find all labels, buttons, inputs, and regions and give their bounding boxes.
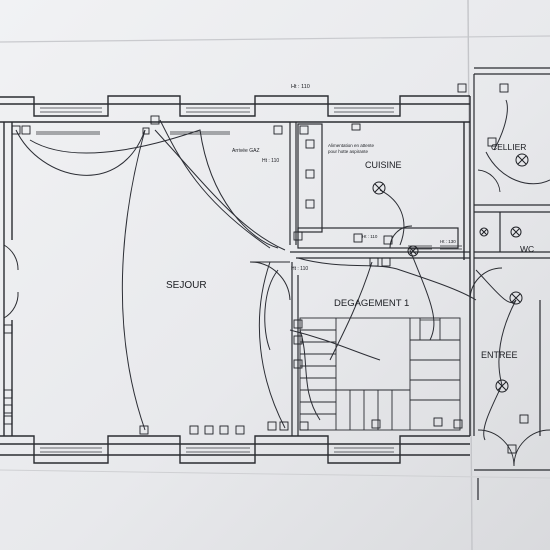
window-openings: [40, 107, 394, 453]
fold-line: [0, 35, 550, 43]
fold-line: [0, 469, 550, 479]
room-label-cellier: CELLIER: [491, 142, 526, 152]
interior-walls: [289, 122, 470, 436]
ceiling-height-label: Ht : 110: [362, 234, 378, 239]
staircase: [299, 317, 461, 431]
equipment-hatches: [36, 131, 462, 321]
hood-supply-note: Alimentation en attente: [328, 143, 375, 148]
left-door: [3, 244, 19, 319]
ceiling-light-icon: [372, 153, 529, 393]
ceiling-height-label: Ht : 110: [262, 158, 279, 164]
room-label-sejour: SEJOUR: [166, 280, 207, 291]
hood-supply-note: pour hotte aspirante: [328, 149, 369, 154]
socket-icon: [3, 83, 529, 454]
room-label-entree: ENTREE: [481, 350, 518, 360]
gas-supply-note: Arrivée GAZ: [232, 148, 260, 154]
room-label-cuisine: CUISINE: [365, 160, 402, 170]
ceiling-height-label: Ht : 110: [291, 266, 308, 272]
room-label-wc: WC: [520, 244, 534, 254]
room-label-degagement: DEGAGEMENT 1: [334, 298, 409, 309]
annex-walls: [473, 67, 550, 500]
ceiling-height-label: Ht : 110: [291, 84, 310, 90]
wiring-runs: [15, 99, 550, 441]
ceiling-height-label: Ht : 130: [440, 239, 456, 244]
